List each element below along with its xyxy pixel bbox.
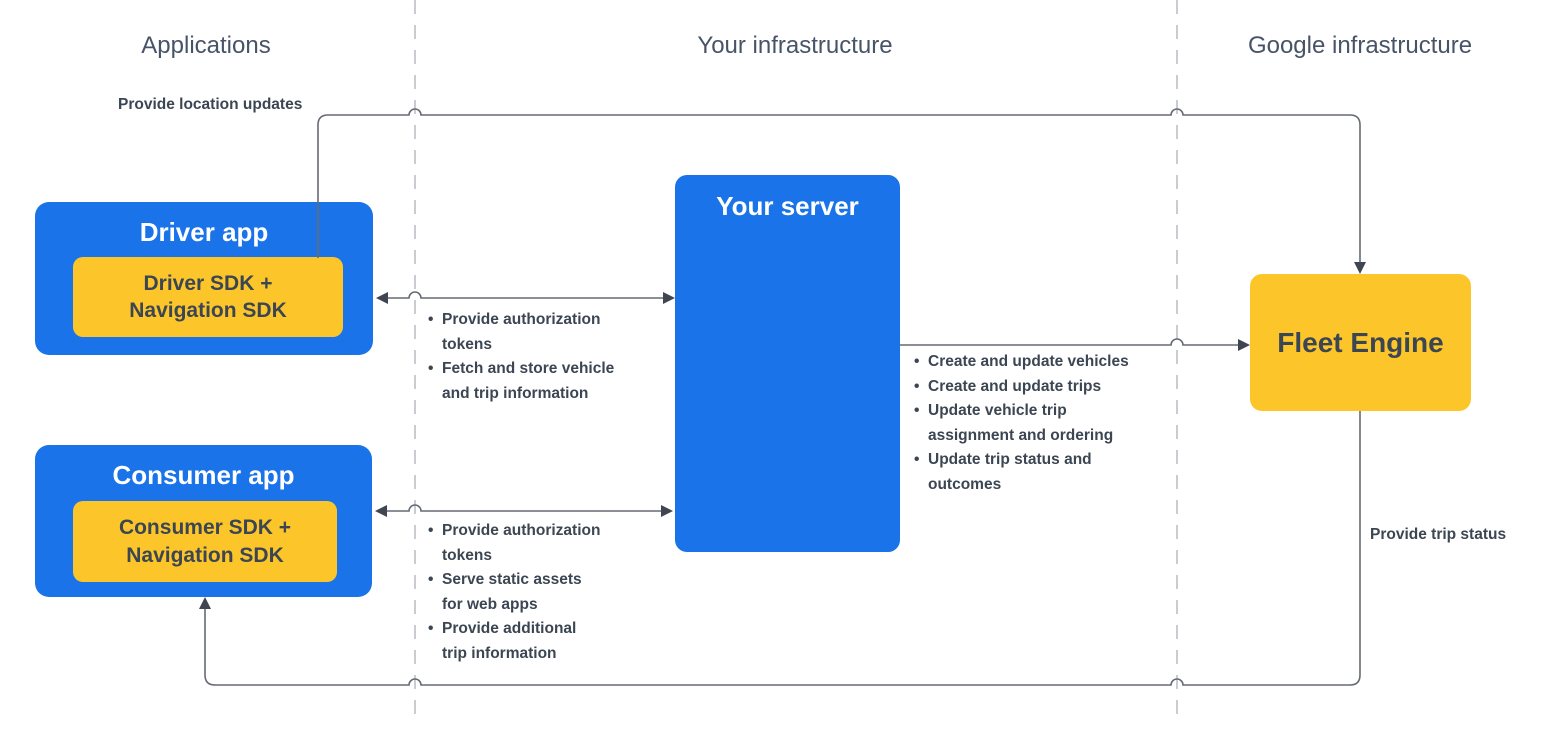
list-item: Update vehicle trip assignment and order…: [913, 399, 1188, 448]
list-item: Fetch and store vehicle and trip informa…: [427, 357, 657, 406]
consumer-app-node: Consumer app Consumer SDK + Navigation S…: [35, 445, 372, 597]
list-item: Create and update vehicles: [913, 350, 1188, 375]
arrowhead-down: [1354, 262, 1366, 274]
list-item: Provide additional trip information: [427, 617, 657, 666]
arrowhead-left: [376, 292, 388, 304]
column-header-your-infrastructure: Your infrastructure: [697, 32, 893, 59]
column-header-google-infrastructure: Google infrastructure: [1247, 32, 1473, 59]
server-to-fleet-list: Create and update vehicles Create and up…: [913, 350, 1188, 497]
list-item: Serve static assets for web apps: [427, 568, 657, 617]
arrowhead-right: [661, 505, 673, 517]
consumer-to-server-list: Provide authorization tokens Serve stati…: [427, 519, 657, 666]
edge-label-provide-trip-status: Provide trip status: [1370, 526, 1507, 543]
consumer-app-title: Consumer app: [112, 460, 295, 490]
your-server-title: Your server: [716, 191, 859, 221]
edge-label-provide-location-updates: Provide location updates: [118, 96, 303, 113]
edge-driver-server: [376, 291, 675, 304]
list-item: Provide authorization tokens: [427, 308, 657, 357]
fleet-engine-node: Fleet Engine: [1250, 274, 1471, 411]
driver-app-title: Driver app: [139, 217, 269, 247]
arrowhead-up: [199, 597, 211, 609]
consumer-sdk-box: Consumer SDK + Navigation SDK: [73, 501, 337, 582]
arrowhead-left: [375, 505, 387, 517]
driver-app-node: Driver app Driver SDK + Navigation SDK: [35, 202, 373, 355]
edge-consumer-server: [375, 504, 673, 517]
column-header-applications: Applications: [141, 32, 271, 59]
list-item: Update trip status and outcomes: [913, 448, 1188, 497]
arrowhead-right: [1238, 339, 1250, 351]
list-item: Create and update trips: [913, 375, 1188, 400]
driver-sdk-box: Driver SDK + Navigation SDK: [73, 257, 343, 337]
driver-to-server-list: Provide authorization tokens Fetch and s…: [427, 308, 657, 406]
arrowhead-right: [663, 292, 675, 304]
list-item: Provide authorization tokens: [427, 519, 657, 568]
your-server-node: Your server: [675, 175, 900, 552]
